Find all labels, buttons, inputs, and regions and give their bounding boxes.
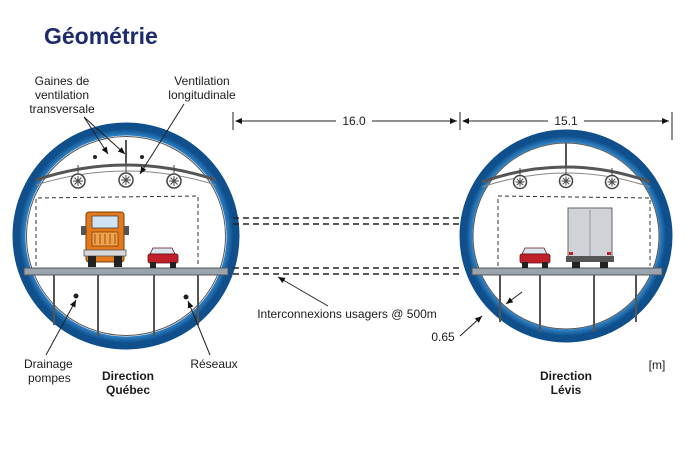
label-dir-quebec-line1: Direction <box>102 369 154 383</box>
duct-dot <box>93 155 97 159</box>
fan-icon <box>512 168 528 190</box>
dimension-diameter-value: 15.1 <box>554 114 578 128</box>
label-gaines-line3: transversale <box>29 102 95 116</box>
label-drainage-line1: Drainage <box>24 357 73 371</box>
label-gaines-line1: Gaines de <box>35 74 90 88</box>
car-icon <box>519 247 551 268</box>
roadway-deck <box>471 267 663 276</box>
label-dir-quebec-line2: Québec <box>106 383 150 397</box>
tunnel-ring <box>12 122 240 350</box>
label-unit: [m] <box>649 358 666 372</box>
duct-dot <box>140 155 144 159</box>
leader-lines <box>45 103 523 356</box>
tunnel-levis <box>459 129 673 343</box>
label-interconnexions: Interconnexions usagers @ 500m <box>257 307 437 321</box>
fan-icon <box>118 163 134 188</box>
fan-icon <box>558 166 574 189</box>
label-gaines-line2: ventilation <box>35 88 89 102</box>
fan-icon <box>70 165 86 189</box>
dimension-spacing: 16.0 <box>232 112 461 130</box>
label-dir-levis-line1: Direction <box>540 369 592 383</box>
dimension-spacing-value: 16.0 <box>342 114 366 128</box>
label-reseaux: Réseaux <box>190 357 237 371</box>
clearance-envelope <box>497 195 651 266</box>
car-icon <box>147 247 179 268</box>
page-title: Géométrie <box>44 23 158 49</box>
label-dir-levis-line2: Lévis <box>551 383 582 397</box>
label-drainage-line2: pompes <box>28 371 71 385</box>
label-ventilation-line1: Ventilation <box>174 74 229 88</box>
label-wall-thickness: 0.65 <box>431 330 455 344</box>
interconnection-passages <box>233 217 460 275</box>
roadway-deck <box>23 267 229 276</box>
network-dot <box>183 294 189 300</box>
fan-icon <box>166 165 182 189</box>
label-ventilation-line2: longitudinale <box>168 88 236 102</box>
tunnel-ring <box>459 129 673 343</box>
van-icon <box>566 207 614 268</box>
fan-icon <box>604 168 620 190</box>
clearance-envelope <box>35 195 199 266</box>
tunnel-inner-outline <box>26 136 226 336</box>
truck-icon <box>81 211 129 267</box>
tunnel-quebec <box>12 122 240 350</box>
dimension-diameter: 15.1 <box>462 112 673 140</box>
drainage-dot <box>73 293 79 299</box>
